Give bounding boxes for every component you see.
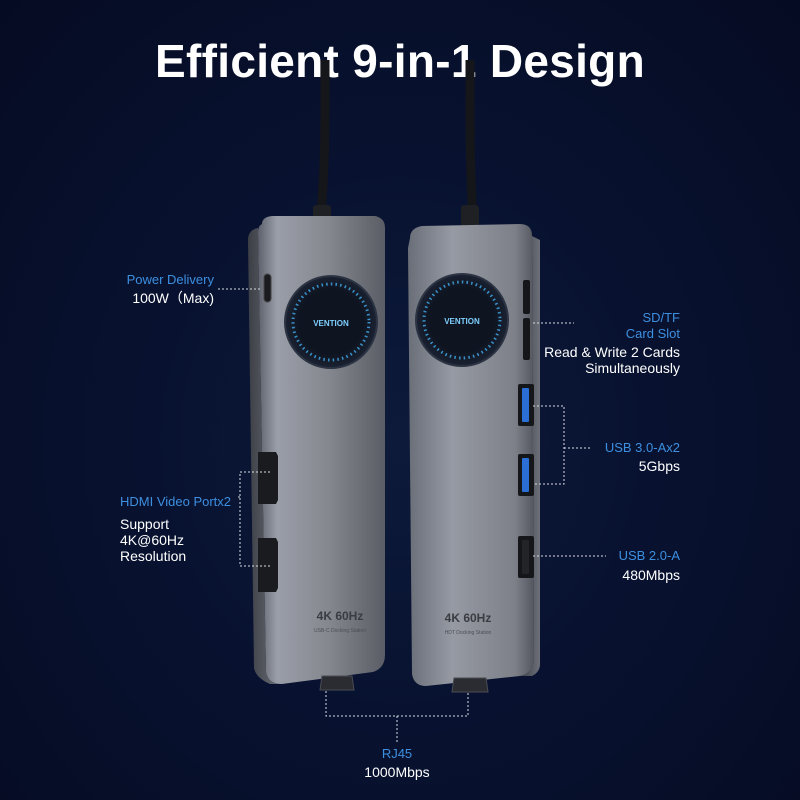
hub-right bbox=[408, 224, 540, 693]
hdmi-detail-2: 4K@60Hz bbox=[120, 532, 185, 548]
hdmi-detail-3: Resolution bbox=[120, 548, 187, 564]
usb3-detail: 5Gbps bbox=[638, 458, 680, 474]
usb2-port bbox=[522, 540, 529, 574]
hdmi-detail-1: Support bbox=[120, 516, 170, 532]
sd-tf-detail-2: Simultaneously bbox=[585, 360, 680, 376]
cable-strain-right bbox=[461, 205, 479, 227]
usb-c-port bbox=[263, 273, 272, 303]
device-spec-left: 4K 60Hz bbox=[317, 609, 364, 623]
leader-lines bbox=[218, 288, 606, 744]
usb3-port-2 bbox=[522, 458, 529, 492]
usb2-detail: 480Mbps bbox=[622, 567, 680, 583]
sd-tf-detail-1: Read & Write 2 Cards bbox=[544, 344, 680, 360]
rj45-label: RJ45 bbox=[381, 746, 413, 761]
cable-right bbox=[465, 60, 477, 215]
sd-card-slot bbox=[523, 280, 530, 314]
brand-logo-right: VENTION bbox=[444, 317, 480, 326]
page-title: Efficient 9-in-1 Design bbox=[155, 35, 645, 87]
sd-tf-label-1: SD/TF bbox=[642, 310, 680, 325]
rj45-detail: 1000Mbps bbox=[364, 764, 430, 780]
tf-card-slot bbox=[523, 318, 530, 360]
display-circle-left bbox=[284, 275, 378, 369]
usb2-label: USB 2.0-A bbox=[618, 548, 680, 563]
display-circle-right bbox=[415, 273, 509, 367]
hdmi-port-2 bbox=[258, 538, 278, 592]
device-subtext-right: HDT Docking Station bbox=[445, 630, 492, 636]
hdmi-label: HDMI Video Portx2 bbox=[120, 494, 232, 509]
rj45-port-left bbox=[319, 675, 355, 691]
hdmi-port-1 bbox=[258, 452, 278, 504]
power-delivery-label: Power Delivery bbox=[126, 272, 214, 287]
usb3-port-1 bbox=[522, 388, 529, 422]
brand-logo-left: VENTION bbox=[313, 319, 349, 328]
rj45-port-right bbox=[451, 677, 489, 693]
device-spec-right: 4K 60Hz bbox=[445, 611, 492, 625]
usb3-label: USB 3.0-Ax2 bbox=[604, 440, 680, 455]
hub-left bbox=[248, 216, 385, 691]
cable-left bbox=[317, 60, 330, 215]
sd-tf-label-2: Card Slot bbox=[625, 326, 680, 341]
device-subtext-left: USB-C Docking Station bbox=[314, 628, 366, 634]
power-delivery-detail: 100W（Max) bbox=[132, 290, 214, 306]
